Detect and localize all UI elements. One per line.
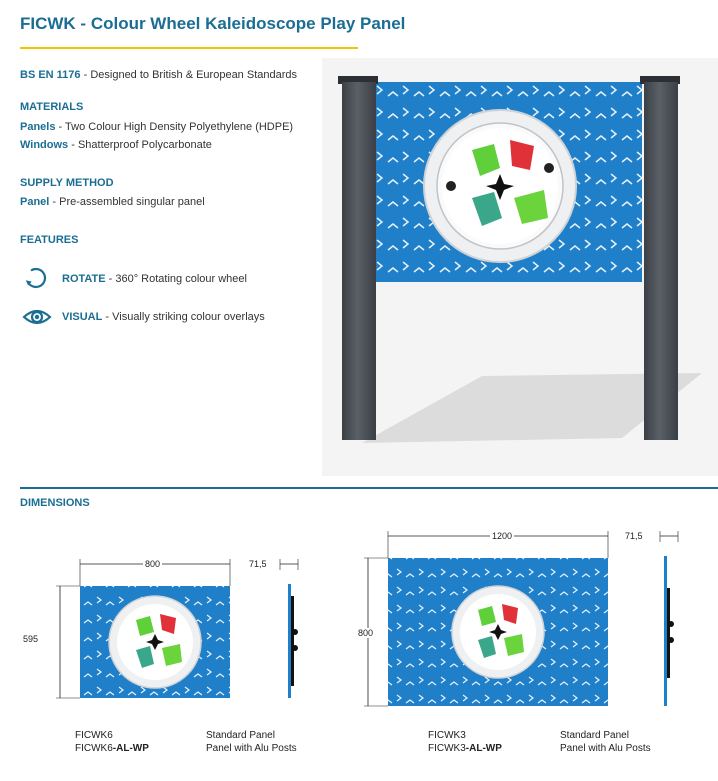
section-divider bbox=[20, 487, 718, 489]
supply-line: Panel - Pre-assembled singular panel bbox=[20, 196, 205, 208]
page-title: FICWK - Colour Wheel Kaleidoscope Play P… bbox=[20, 14, 406, 33]
feature-rotate-key: ROTATE bbox=[62, 273, 106, 285]
large-width-label: 1200 bbox=[490, 531, 515, 541]
small-width-label: 800 bbox=[143, 559, 163, 569]
panels-value: - Two Colour High Density Polyethylene (… bbox=[55, 121, 294, 133]
windows-key: Windows bbox=[20, 139, 69, 151]
large-desc-standard: Standard Panel bbox=[560, 730, 629, 741]
materials-heading: MATERIALS bbox=[20, 101, 84, 113]
feature-rotate: ROTATE - 360° Rotating colour wheel bbox=[62, 273, 247, 285]
large-code-alu: FICWK3-AL-WP bbox=[428, 743, 502, 754]
small-height-label: 595 bbox=[23, 634, 39, 644]
title-underline bbox=[20, 47, 358, 49]
windows-value: - Shatterproof Polycarbonate bbox=[68, 139, 212, 151]
large-code-standard: FICWK3 bbox=[428, 730, 466, 741]
large-height-label: 800 bbox=[358, 628, 374, 638]
standard-line: BS EN 1176 - Designed to British & Europ… bbox=[20, 69, 297, 81]
panels-line: Panels - Two Colour High Density Polyeth… bbox=[20, 121, 293, 133]
small-panel-diagram bbox=[50, 556, 320, 706]
product-render bbox=[322, 58, 718, 476]
large-depth-label: 71,5 bbox=[625, 531, 643, 541]
small-desc-alu: Panel with Alu Posts bbox=[206, 743, 297, 754]
dimensions-heading: DIMENSIONS bbox=[20, 497, 90, 509]
supply-key: Panel bbox=[20, 196, 50, 208]
features-heading: FEATURES bbox=[20, 234, 79, 246]
feature-visual-value: - Visually striking colour overlays bbox=[102, 311, 265, 323]
small-depth-label: 71,5 bbox=[249, 559, 267, 569]
panels-key: Panels bbox=[20, 121, 56, 133]
small-code-alu: FICWK6-AL-WP bbox=[75, 743, 149, 754]
feature-visual-key: VISUAL bbox=[62, 311, 103, 323]
supply-heading: SUPPLY METHOD bbox=[20, 177, 114, 189]
large-panel-diagram bbox=[350, 528, 700, 713]
small-desc-standard: Standard Panel bbox=[206, 730, 275, 741]
rotate-icon bbox=[24, 266, 48, 290]
small-codes: FICWK6 FICWK6-AL-WP bbox=[75, 729, 149, 755]
feature-visual: VISUAL - Visually striking colour overla… bbox=[62, 311, 265, 323]
windows-line: Windows - Shatterproof Polycarbonate bbox=[20, 139, 212, 151]
small-descriptions: Standard Panel Panel with Alu Posts bbox=[206, 729, 297, 755]
supply-value: - Pre-assembled singular panel bbox=[49, 196, 205, 208]
feature-rotate-value: - 360° Rotating colour wheel bbox=[105, 273, 247, 285]
standard-value: - Designed to British & European Standar… bbox=[80, 69, 298, 81]
small-code-standard: FICWK6 bbox=[75, 730, 113, 741]
large-codes: FICWK3 FICWK3-AL-WP bbox=[428, 729, 502, 755]
eye-icon bbox=[22, 306, 52, 328]
large-desc-alu: Panel with Alu Posts bbox=[560, 743, 651, 754]
standard-key: BS EN 1176 bbox=[20, 69, 81, 81]
large-descriptions: Standard Panel Panel with Alu Posts bbox=[560, 729, 651, 755]
